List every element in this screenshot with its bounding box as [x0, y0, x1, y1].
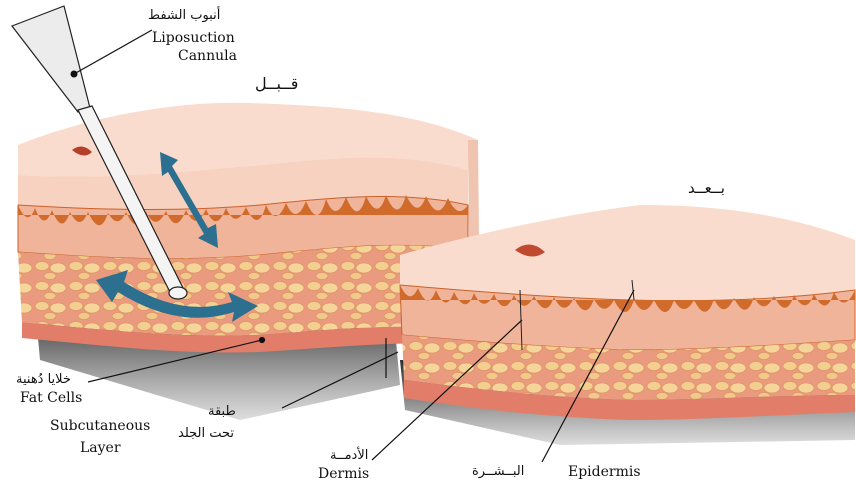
leader-cannula — [74, 30, 152, 74]
dermis-label-en: Dermis — [318, 466, 369, 482]
fat-cells-label-ar: خلايا دُهنية — [16, 372, 71, 388]
cannula-label-en-1: Liposuction — [152, 30, 235, 46]
after-skin-block — [400, 205, 855, 445]
subcutaneous-label-en-1: Subcutaneous — [50, 418, 150, 434]
before-label-ar: قــبــل — [255, 76, 298, 92]
leader-fat-cells-dot — [260, 338, 265, 343]
epidermis-label-ar: البــشــرة — [472, 464, 524, 480]
cannula-label-ar: أنبوب الشفط — [148, 8, 220, 24]
epidermis-label-en: Epidermis — [568, 464, 641, 480]
fat-cells-label-en: Fat Cells — [20, 390, 82, 406]
subcutaneous-label-ar-1: طبقة — [208, 404, 236, 420]
dermis-label-ar: الأدمــة — [330, 448, 368, 464]
subcutaneous-label-ar-2: تحت الجلد — [178, 426, 234, 442]
cannula-tip — [169, 287, 187, 299]
after-label-ar: بــعــد — [688, 180, 725, 196]
subcutaneous-label-en-2: Layer — [80, 440, 121, 456]
cannula-handle — [12, 6, 90, 112]
cannula-label-en-2: Cannula — [178, 48, 237, 64]
